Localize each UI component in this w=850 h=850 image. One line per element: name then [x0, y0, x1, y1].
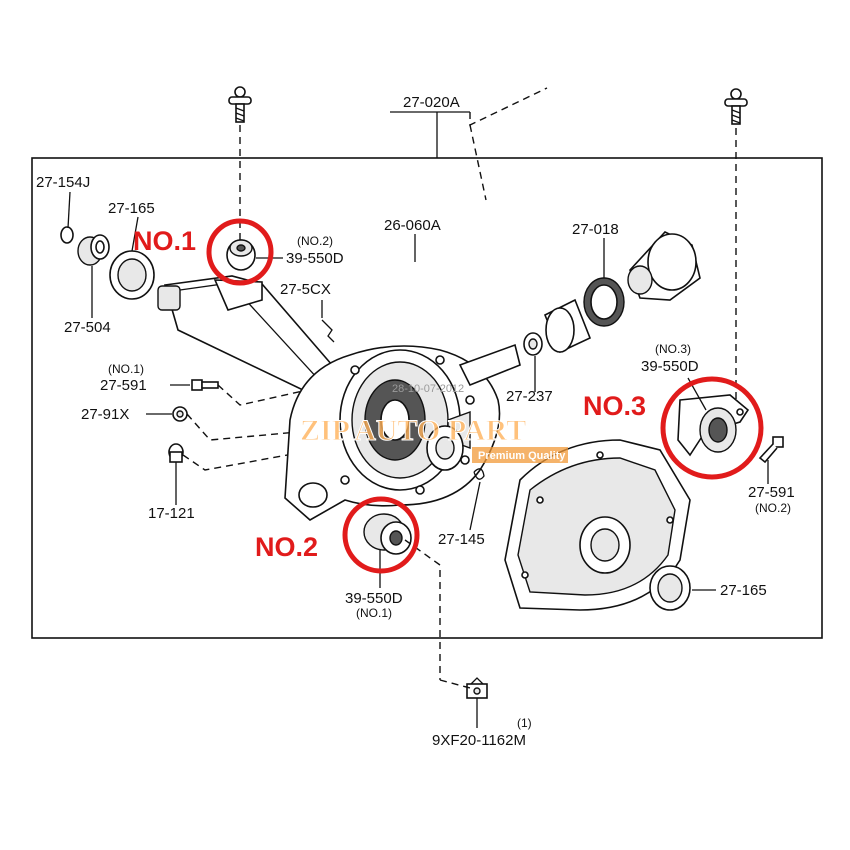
label-39-550d-no3-tag: (NO.3)	[655, 342, 691, 356]
leader-27-165-top	[131, 216, 139, 252]
bushing-no2-part	[363, 513, 412, 555]
label-27-5cx: 27-5CX	[280, 281, 331, 298]
label-39-550d-no3: 39-550D	[641, 358, 699, 375]
race-part	[543, 298, 592, 354]
label-26-060a: 26-060A	[384, 217, 441, 234]
watermark-brand: ZIP AUTO PART	[300, 414, 526, 447]
label-27-91x: 27-91X	[81, 406, 129, 423]
bolt-27-591-no2-part	[758, 436, 784, 464]
label-27-165-bottom: 27-165	[720, 582, 767, 599]
bolt-dash-line-no1	[217, 384, 331, 406]
nut-27-91x-part	[172, 406, 188, 422]
leader-27-154j	[67, 191, 71, 229]
label-9xf20-qty: (1)	[517, 716, 532, 730]
label-39-550d-no2-tag: (NO.2)	[297, 234, 333, 248]
companion-flange-part	[627, 231, 701, 301]
watermark-tagline: Premium Quality	[478, 450, 566, 462]
highlight-circle-no2	[342, 496, 420, 574]
clip-27-5cx-part	[321, 319, 335, 343]
label-17-121: 17-121	[148, 505, 195, 522]
bolt-27-591-no1-part	[191, 379, 219, 391]
stud-17-121-part	[168, 443, 184, 463]
seal-27-165-bottom-part	[649, 565, 691, 611]
bushing-no3-part	[677, 394, 750, 457]
bottom-bolt-part	[466, 677, 488, 699]
bushing-27-504-part	[77, 234, 110, 266]
label-39-550d-no2: 39-550D	[286, 250, 344, 267]
diagram-frame	[31, 157, 823, 639]
bushing-dash-line	[404, 539, 441, 680]
label-39-550d-no1: 39-550D	[345, 590, 403, 607]
label-39-550d-no1-tag: (NO.1)	[356, 606, 392, 620]
assembly-dash-leader	[469, 87, 548, 127]
label-27-154j: 27-154J	[36, 174, 90, 191]
seal-27-165-top-part	[109, 250, 155, 300]
bushing-no1-part	[226, 239, 256, 271]
stud-dash-line	[182, 449, 316, 471]
hose-dash-line	[469, 124, 487, 201]
differential-carrier-part	[284, 343, 521, 521]
watermark-tagline-bg	[472, 447, 568, 463]
label-27-165-top: 27-165	[108, 200, 155, 217]
label-27-591-no2-tag: (NO.2)	[755, 501, 791, 515]
snap-ring-part	[60, 226, 74, 244]
highlight-circle-no3	[660, 376, 764, 480]
label-27-018: 27-018	[572, 221, 619, 238]
top-left-bolt	[228, 86, 252, 123]
callout-no3: NO.3	[583, 391, 646, 421]
label-27-504: 27-504	[64, 319, 111, 336]
leader-27-145	[469, 481, 481, 531]
callout-no1: NO.1	[133, 226, 196, 256]
label-27-591-no2: 27-591	[748, 484, 795, 501]
top-right-bolt	[724, 88, 748, 125]
watermark-date: 28-10-07-2012	[392, 383, 464, 395]
washer-27-237-part	[523, 332, 543, 356]
highlight-circle-no1	[206, 218, 274, 286]
label-27-145: 27-145	[438, 531, 485, 548]
oil-seal-27-018-part	[583, 277, 625, 327]
callout-no2: NO.2	[255, 532, 318, 562]
label-27-237: 27-237	[506, 388, 553, 405]
label-27-591-no1: 27-591	[100, 377, 147, 394]
label-27-020a: 27-020A	[403, 94, 460, 111]
label-27-591-no1-tag: (NO.1)	[108, 362, 144, 376]
clip-27-145-part	[473, 468, 485, 480]
label-9xf20-1162m: 9XF20-1162M	[432, 732, 526, 749]
nut-dash-line	[186, 413, 321, 441]
axle-tube-part	[157, 275, 347, 404]
bottom-bolt-dash-line	[439, 679, 471, 689]
